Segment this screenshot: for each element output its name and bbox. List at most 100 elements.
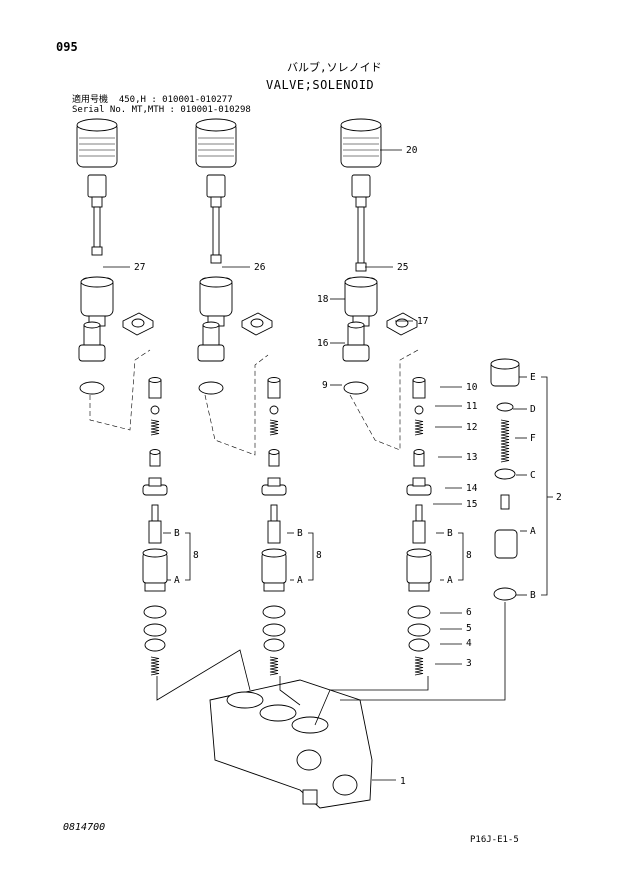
solenoid-tube (197, 321, 225, 362)
page-code: P16J-E1-5 (470, 835, 519, 845)
leader-line (204, 354, 269, 456)
title-english: VALVE;SOLENOID (266, 78, 375, 92)
callout-label: 16 (317, 338, 329, 349)
wire-terminal (91, 246, 103, 256)
drawing-number: 0814700 (63, 822, 106, 833)
tube-top (83, 321, 101, 329)
spool-body (412, 520, 426, 544)
callout-label: A (530, 526, 536, 537)
spring (150, 656, 160, 676)
nut-hole (395, 318, 409, 328)
wire-terminal (210, 254, 222, 264)
valve-seat (142, 477, 168, 496)
leader-line (314, 676, 429, 726)
plug-top (80, 276, 114, 288)
manifold-port (226, 691, 264, 709)
spool-tip (151, 504, 159, 522)
spool-tip (270, 504, 278, 522)
callout-label: B (174, 528, 180, 539)
spring-coil (500, 419, 510, 463)
o-ring (263, 638, 285, 652)
cartridge-end (408, 582, 430, 592)
manifold-port (259, 704, 297, 722)
callout-label: A (174, 575, 180, 586)
tube-base (197, 344, 225, 362)
seat-stem (148, 477, 162, 487)
callout-label: 26 (254, 262, 266, 273)
callout-label: C (530, 470, 536, 481)
poppet (500, 494, 510, 510)
ball (414, 405, 424, 415)
o-ring (79, 381, 105, 395)
plug-top (199, 276, 233, 288)
callout-label: A (297, 575, 303, 586)
harness-wire (212, 206, 220, 256)
serial-line-1: 適用号機 450,H : 010001-010277 (72, 95, 233, 105)
plunger-top (267, 377, 281, 383)
nut (386, 312, 418, 336)
connector-boot (355, 196, 367, 208)
spring-coil (269, 419, 279, 436)
valve-seat (406, 477, 432, 496)
callout-label: 15 (466, 499, 477, 510)
cartridge-top (142, 548, 168, 558)
spring (414, 419, 424, 436)
mount-tab (302, 789, 318, 805)
cartridge-end (263, 582, 285, 592)
o-ring (407, 623, 431, 637)
solenoid-coil (340, 118, 382, 168)
cartridge-top (406, 548, 432, 558)
o-ring (143, 623, 167, 637)
seat-body (406, 484, 432, 496)
side-port (332, 774, 358, 796)
leader-line (89, 349, 151, 431)
plunger (268, 449, 280, 467)
plunger-top (149, 449, 161, 455)
connector-harness (206, 174, 226, 264)
seat (494, 529, 518, 559)
nut-hole (250, 318, 264, 328)
spring (150, 419, 160, 436)
valve-spool (406, 504, 432, 592)
plunger-top (413, 449, 425, 455)
leader-line (340, 602, 506, 701)
callout-label: 8 (193, 550, 199, 561)
cartridge-end (144, 582, 166, 592)
leader-line (308, 532, 314, 581)
coil-top (76, 118, 118, 132)
harness-wire (357, 206, 365, 264)
spring (269, 419, 279, 436)
manifold-body (209, 679, 373, 809)
page-number: 095 (56, 40, 78, 54)
plunger-top (268, 449, 280, 455)
serial-line-2: Serial No. MT,MTH : 010001-010298 (72, 105, 251, 115)
spool-tip (415, 504, 423, 522)
valve-spool (142, 504, 168, 592)
plunger (267, 377, 281, 399)
cap-top (490, 358, 520, 370)
connector-boot (210, 196, 222, 208)
connector-harness (351, 174, 371, 272)
solenoid-plug (80, 276, 114, 327)
leader-line (349, 349, 419, 451)
coil-top (195, 118, 237, 132)
callout-label: 14 (466, 483, 478, 494)
spring-coil (414, 656, 424, 676)
leader-lines (89, 149, 553, 781)
callout-label: E (530, 372, 536, 383)
ball (150, 405, 160, 415)
callout-label: A (447, 575, 453, 586)
seat-stem (267, 477, 281, 487)
o-ring (144, 638, 166, 652)
solenoid-coil (76, 118, 118, 168)
callout-label: 17 (417, 316, 428, 327)
spool-body (148, 520, 162, 544)
plunger-top (148, 377, 162, 383)
parts-illustration (76, 118, 520, 809)
callout-label: B (447, 528, 453, 539)
callout-label: 13 (466, 452, 477, 463)
tube-top (347, 321, 365, 329)
plunger-top (412, 377, 426, 383)
callout-label: 4 (466, 638, 472, 649)
